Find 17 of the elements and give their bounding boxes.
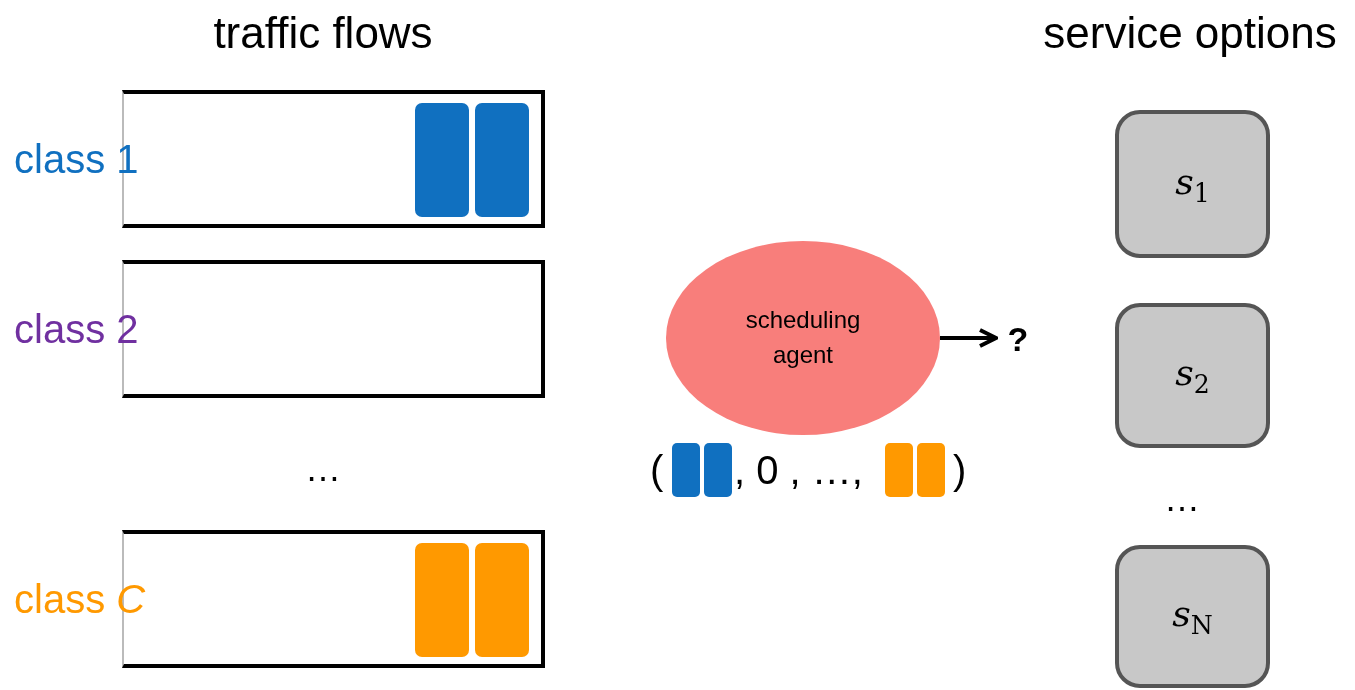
heading: traffic flows — [213, 8, 433, 58]
class-label: class C — [14, 576, 146, 622]
service-box: s$_{2}$ — [1115, 303, 1270, 448]
agent-ellipse — [666, 241, 940, 435]
question-mark: ? — [998, 316, 1038, 362]
parenthesis: ) — [953, 448, 967, 493]
service-box: s$_{1}$ — [1115, 110, 1270, 258]
arrow — [940, 328, 998, 348]
node-label: scheduling agent — [744, 305, 862, 370]
tuple-text: , 0 , …, — [734, 448, 863, 493]
ellipsis: … — [1164, 478, 1200, 520]
service-box: s$_{N}$ — [1115, 545, 1270, 688]
class-label: class 2 — [14, 306, 139, 352]
parenthesis: ( — [650, 448, 664, 493]
ellipsis: … — [305, 448, 341, 490]
heading: service options — [1043, 8, 1337, 58]
class-label: class 1 — [14, 136, 139, 182]
